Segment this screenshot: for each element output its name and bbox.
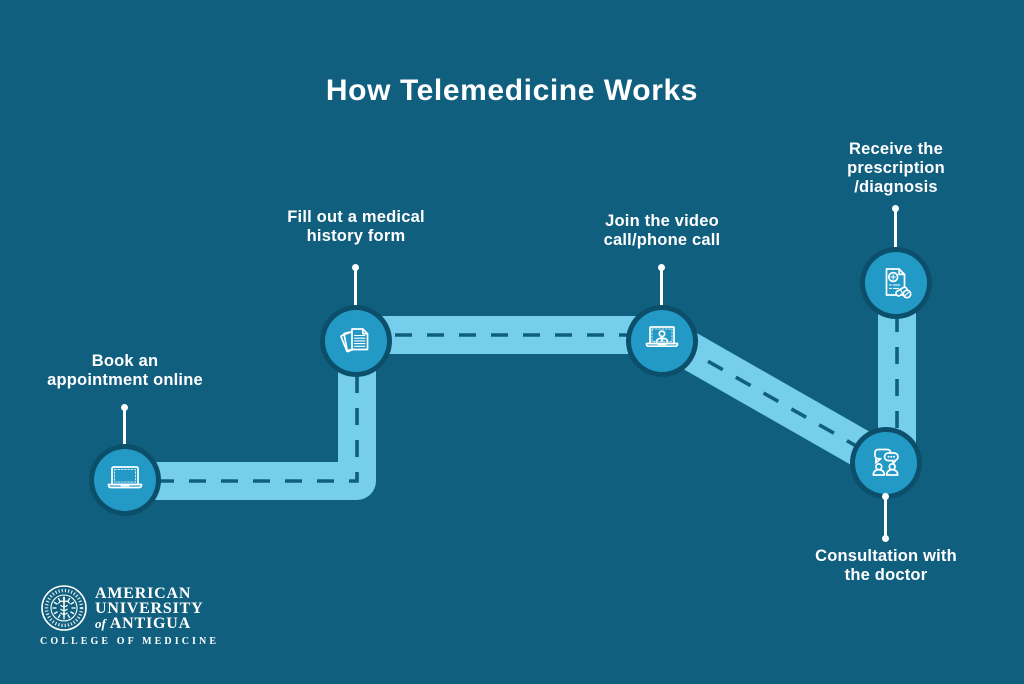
step-node-circle [631,310,693,372]
step-label: Join the video call/phone call [603,212,721,249]
connector-line [882,493,889,542]
connector-line [892,205,899,255]
prescription-icon [885,268,912,299]
step-node-circle [855,432,917,494]
step-node [850,427,922,499]
laptop-icon [107,466,143,489]
step-label: Book an appointment online [47,352,203,389]
logo-name-block: AMERICAN UNIVERSITY of ANTIGUA [95,584,204,632]
road-centerline [125,333,887,483]
logo-line-antigua: of ANTIGUA [95,614,203,632]
connector-line [352,264,359,314]
documents-icon [340,328,369,353]
step-node [320,305,392,377]
university-seal-icon [41,585,87,631]
page-title: How Telemedicine Works [325,74,699,107]
step-node [860,247,932,319]
step-label: Receive the prescription /diagnosis [847,140,945,196]
connector-dot [352,264,359,271]
university-logo: AMERICAN UNIVERSITY of ANTIGUA COLLEGE O… [40,584,219,647]
connector-dot [882,535,889,542]
step-node [626,305,698,377]
connector-dot [882,493,889,500]
connector-dot [658,264,665,271]
connector-line [121,404,128,453]
logo-line-university: UNIVERSITY [95,599,204,617]
connector-dot [121,404,128,411]
connector-line [658,264,665,314]
consultation-icon [872,448,899,476]
logo-row: AMERICAN UNIVERSITY of ANTIGUA [40,584,219,632]
logo-line-american: AMERICAN [95,584,192,602]
logo-antigua: ANTIGUA [109,614,191,632]
logo-of: of [95,615,106,631]
step-node-circle [325,310,387,372]
step-label: Fill out a medical history form [287,208,425,245]
step-node-circle [865,252,927,314]
logo-college-line: COLLEGE OF MEDICINE [40,636,220,647]
step-node-circle [94,449,156,511]
step-node [89,444,161,516]
step-label: Consultation with the doctor [815,547,957,584]
video-call-icon [645,326,679,348]
connector-dot [892,205,899,212]
